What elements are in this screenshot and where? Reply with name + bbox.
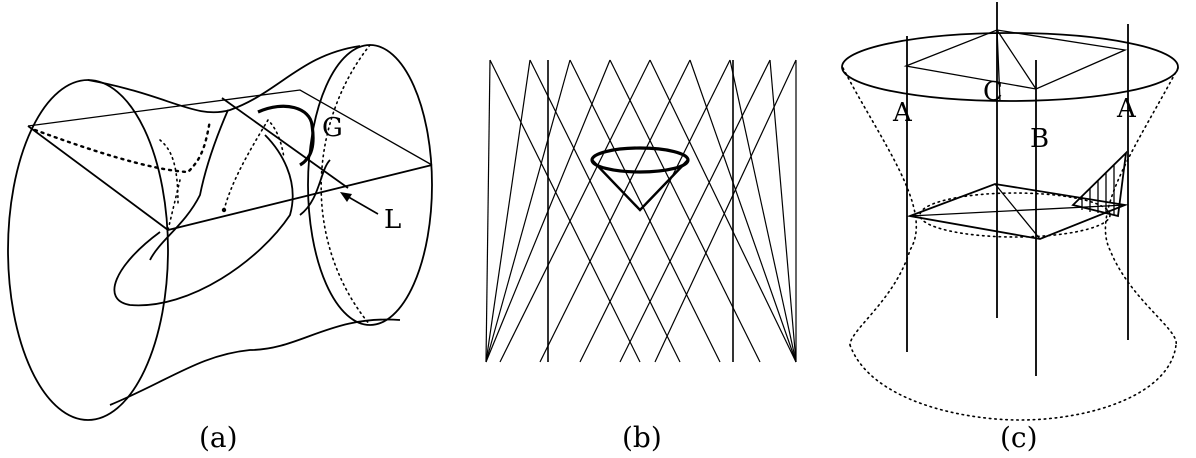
- panel-a-hidden-dotted-rim: [320, 44, 371, 326]
- panel-c-hatched-triangle: [1071, 150, 1128, 218]
- panel-a-hidden-dotted-line-2: [167, 179, 181, 231]
- panel-a-left-rim: [7, 79, 169, 421]
- panel-c-left-profile: [842, 67, 917, 346]
- panel-a-caption: (a): [199, 421, 238, 454]
- ruling-line: [769, 59, 797, 363]
- ruling-line: [539, 59, 691, 363]
- panel-c-top-disk: [841, 32, 1179, 102]
- ruling-line: [649, 59, 797, 363]
- ruling-line: [654, 59, 797, 363]
- panel-a-curve-g: [257, 104, 315, 167]
- panel-c-right-profile: [1104, 67, 1179, 346]
- ruling-line: [729, 59, 797, 363]
- panel-a-bottom-contour: [109, 318, 401, 406]
- panel-c-waist-ellipse: [919, 192, 1111, 238]
- ruling-line: [485, 59, 491, 363]
- ruling-line: [485, 59, 531, 363]
- panel-a-plane-crossline: [221, 97, 349, 189]
- panel-c-label-a-right: A: [1116, 94, 1137, 124]
- panel-b-caption: (b): [622, 421, 662, 454]
- panel-a-hyperbola-branch: [299, 159, 331, 216]
- panel-a: G L (a): [7, 44, 433, 454]
- ruling-line: [619, 59, 771, 363]
- panel-c-top-square: [903, 29, 1128, 90]
- panel-c-label-c: C: [983, 77, 1003, 107]
- panel-c-caption: (c): [1000, 421, 1038, 454]
- panel-c-label-b: B: [1030, 124, 1049, 154]
- ruling-line: [579, 59, 731, 363]
- panel-a-plane-diagonal: [27, 125, 433, 231]
- ruling-line: [489, 59, 641, 363]
- panel-a-label-l: L: [384, 205, 401, 235]
- panel-a-label-g: G: [322, 113, 343, 143]
- panel-a-plane-top-edge: [27, 89, 433, 166]
- panel-a-right-rim: [307, 44, 433, 326]
- panel-a-hidden-dotted-line-1: [33, 118, 212, 174]
- panel-c: A C B A (c): [841, 2, 1179, 454]
- panel-a-center-dot: [221, 207, 227, 213]
- ruling-line: [609, 59, 761, 363]
- panel-a-top-contour: [87, 45, 361, 114]
- panel-c-hatching: [1081, 165, 1115, 215]
- panel-a-arrow-shaft: [344, 194, 379, 215]
- panel-b-ruling-lines: [485, 59, 797, 363]
- panel-c-label-a-left: A: [892, 98, 913, 128]
- panel-a-hidden-dotted-line-4: [223, 118, 285, 211]
- panel-b: (b): [485, 59, 797, 454]
- ruling-line: [689, 59, 797, 363]
- panel-c-bottom-arc: [849, 344, 1177, 421]
- panel-b-cone-sides: [591, 159, 689, 212]
- ruling-line: [485, 59, 571, 363]
- panel-a-arrow-head-icon: [340, 192, 352, 202]
- ruling-line: [529, 59, 681, 363]
- panel-c-middle-square-diagonals: [909, 183, 1126, 240]
- panel-a-inner-loop: [113, 134, 294, 307]
- panel-a-hidden-dotted-line-3: [159, 139, 179, 206]
- ruling-line: [499, 59, 651, 363]
- ruling-line: [569, 59, 721, 363]
- panel-a-saddle-curve: [149, 109, 229, 261]
